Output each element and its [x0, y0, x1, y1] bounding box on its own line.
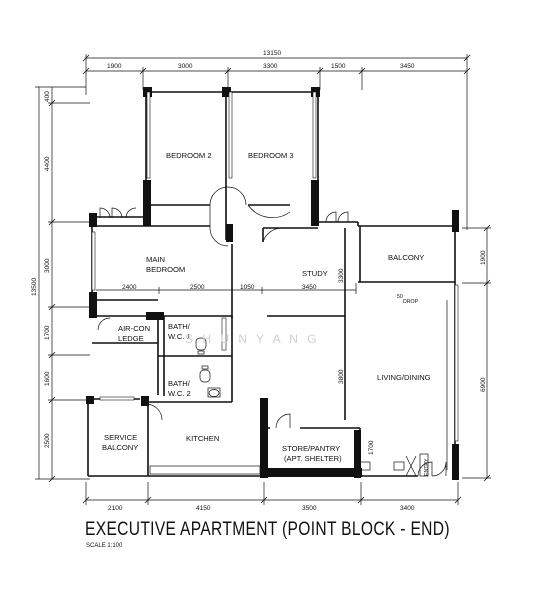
room-living-dining: LIVING/DINING — [377, 373, 431, 382]
room-study: STUDY — [302, 269, 328, 278]
room-bath-2-line-1: BATH/ — [168, 379, 191, 388]
dim-top-4: 1500 — [331, 63, 346, 70]
plan-title: EXECUTIVE APARTMENT (POINT BLOCK - END) — [85, 519, 450, 540]
room-aircon-ledge-line-2: LEDGE — [118, 334, 144, 343]
dimension-labels: 13150 1900 3000 3300 1500 3450 2100 4150… — [31, 50, 487, 512]
structural-columns — [86, 87, 459, 480]
dim-left-4: 1700 — [44, 325, 51, 340]
room-bath-2-line-2: W.C. 2 — [168, 389, 191, 398]
dim-mid-2: 2500 — [190, 284, 205, 291]
dim-left-5: 1600 — [44, 371, 51, 386]
room-bath-1-line-2: W.C. 1 — [168, 332, 191, 341]
dim-study-depth: 3300 — [338, 268, 345, 283]
room-bath-1-line-1: BATH/ — [168, 322, 191, 331]
dim-right-2: 6900 — [480, 377, 487, 392]
dim-left-3: 3000 — [44, 258, 51, 273]
dim-top-2: 3000 — [178, 63, 193, 70]
room-kitchen: KITCHEN — [186, 434, 219, 443]
dim-mid-1: 2400 — [122, 284, 137, 291]
dim-mid-3: 1050 — [240, 284, 255, 291]
room-store-line-1: STORE/PANTRY — [282, 444, 340, 453]
dim-store-depth: 1700 — [368, 440, 375, 455]
dimension-ticks — [48, 54, 491, 504]
room-balcony: BALCONY — [388, 253, 424, 262]
room-store-line-2: (APT. SHELTER) — [284, 454, 342, 463]
watermark: S H U N Y A N G — [185, 332, 320, 346]
walls — [87, 91, 456, 478]
room-bedroom-2: BEDROOM 2 — [166, 151, 212, 160]
dim-right-1: 1900 — [480, 250, 487, 265]
room-bedroom-3: BEDROOM 3 — [248, 151, 294, 160]
dim-mid-4: 3450 — [302, 284, 317, 291]
dim-overall-width: 13150 — [263, 50, 281, 57]
dim-left-6: 2500 — [44, 433, 51, 448]
dim-top-3: 3300 — [263, 63, 278, 70]
dim-left-2: 4400 — [44, 156, 51, 171]
door-swings — [97, 186, 448, 477]
windows — [91, 91, 459, 442]
room-aircon-ledge-line-1: AIR-CON — [118, 324, 150, 333]
drop-label-2: DROP — [403, 299, 419, 305]
room-service-balcony-line-2: BALCONY — [102, 443, 138, 452]
dim-left-1: 400 — [44, 91, 51, 102]
plan-scale: SCALE 1:100 — [86, 543, 123, 549]
dim-top-1: 1900 — [107, 63, 122, 70]
room-service-balcony-line-1: SERVICE — [104, 433, 137, 442]
drop-label-1: 50 — [397, 294, 403, 300]
dim-top-5: 3450 — [400, 63, 415, 70]
room-main-bedroom-line-2: BEDROOM — [146, 265, 185, 274]
room-labels: BEDROOM 2 BEDROOM 3 MAIN BEDROOM STUDY B… — [102, 151, 431, 476]
dim-bottom-2: 4150 — [196, 505, 211, 512]
dim-bottom-1: 2100 — [108, 505, 123, 512]
room-main-bedroom-line-1: MAIN — [146, 255, 165, 264]
dim-living-depth: 3800 — [338, 369, 345, 384]
dim-left-overall: 13500 — [31, 278, 38, 296]
dim-bottom-3: 3500 — [302, 505, 317, 512]
entry-label: ENTRY — [424, 458, 430, 476]
dim-bottom-4: 3400 — [400, 505, 415, 512]
